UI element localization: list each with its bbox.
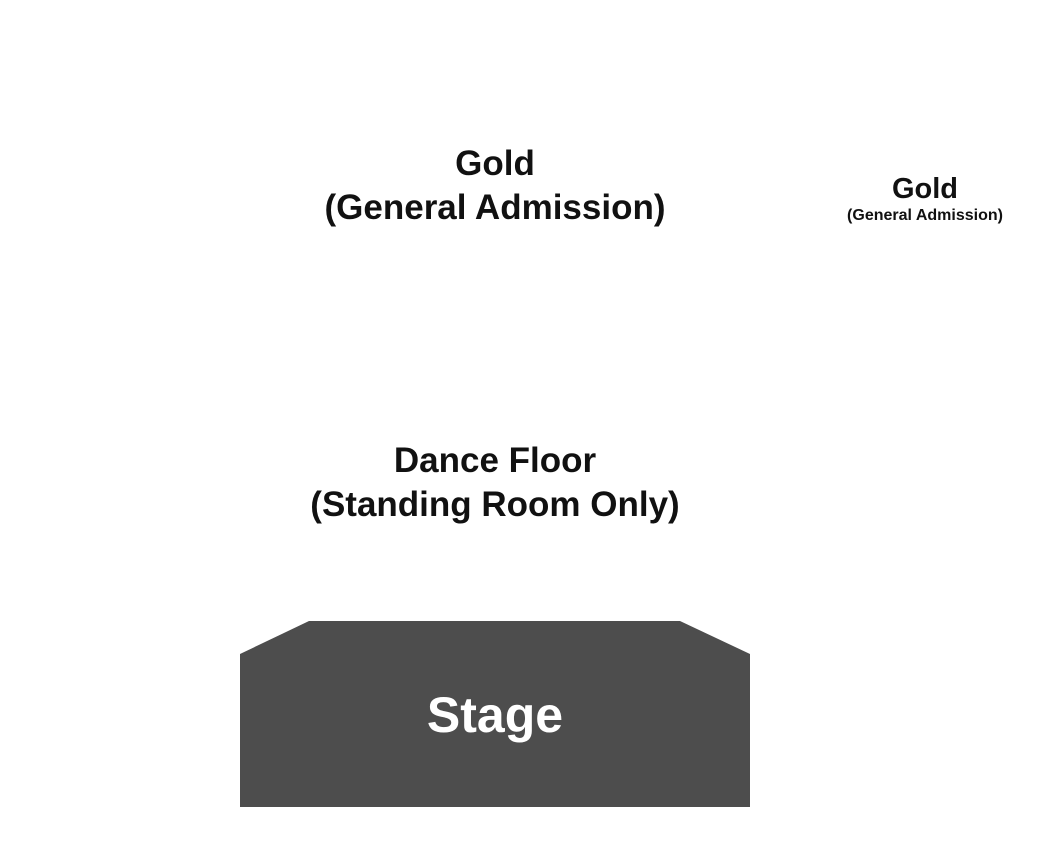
section-name: Gold	[455, 144, 535, 183]
section-type: (General Admission)	[847, 207, 1003, 224]
section-type: (General Admission)	[324, 188, 666, 227]
section-gold-main[interactable]: Gold (General Admission)	[325, 142, 666, 230]
section-type: (Standing Room Only)	[310, 485, 680, 524]
section-gold-side[interactable]: Gold (General Admission)	[847, 173, 1003, 227]
stage-shape[interactable]	[240, 621, 750, 807]
section-dance-floor[interactable]: Dance Floor (Standing Room Only)	[310, 439, 679, 527]
section-name: Dance Floor	[393, 441, 597, 480]
stage-label: Stage	[427, 687, 563, 743]
section-name: Gold	[891, 173, 959, 205]
stage[interactable]: Stage	[240, 621, 750, 807]
